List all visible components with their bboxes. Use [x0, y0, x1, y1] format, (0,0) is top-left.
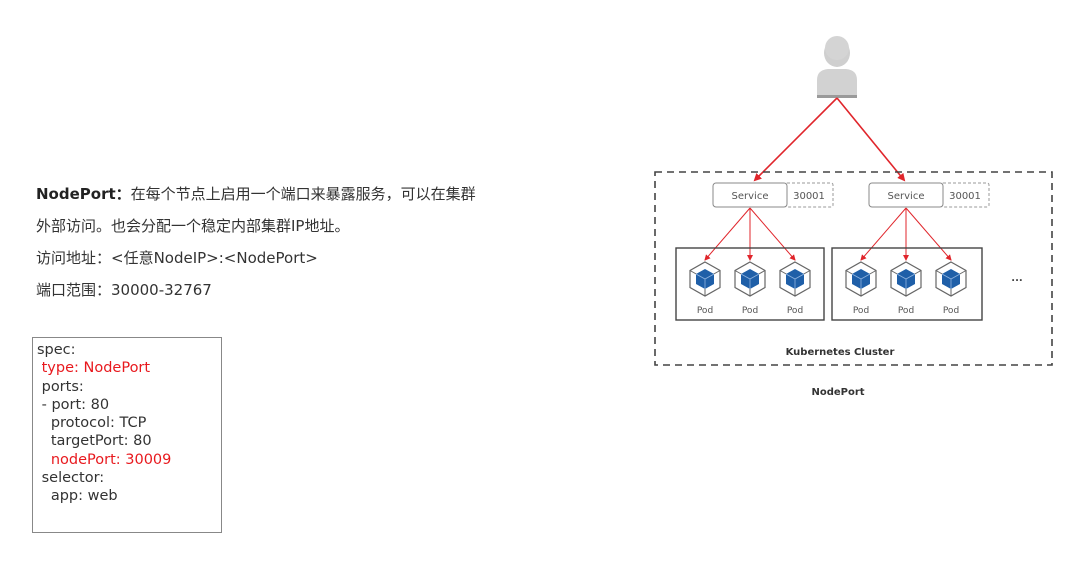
pod: Pod — [935, 261, 967, 316]
node-2 — [831, 247, 983, 321]
yaml-line: type: NodePort — [37, 360, 151, 377]
service-1: Service 30001 — [712, 182, 834, 208]
yaml-line: - port: 80 — [37, 396, 110, 413]
user-to-service-2-arrow — [836, 97, 906, 182]
pod-cube-icon — [734, 261, 766, 297]
pod: Pod — [734, 261, 766, 316]
yaml-line: targetPort: 80 — [37, 433, 152, 450]
pod-label: Pod — [898, 306, 914, 316]
yaml-line: protocol: TCP — [37, 415, 147, 432]
kubernetes-cluster-boundary — [654, 171, 1053, 366]
diagram-caption: NodePort — [811, 387, 864, 398]
port-range: 端口范围：30000-32767 — [36, 281, 212, 299]
service-2-label: Service — [888, 191, 925, 202]
pod-label: Pod — [853, 306, 869, 316]
service-2: Service 30001 — [868, 182, 990, 208]
user-icon — [817, 36, 857, 98]
yaml-line: nodePort: 30009 — [37, 451, 172, 468]
description-line-2: 外部访问。也会分配一个稳定内部集群IP地址。 — [36, 217, 350, 235]
pod-cube-icon — [890, 261, 922, 297]
node-1 — [675, 247, 825, 321]
pod-cube-icon — [845, 261, 877, 297]
yaml-line: ports: — [37, 378, 84, 395]
yaml-code-block: spec: type: NodePort ports: - port: 80 p… — [32, 337, 222, 533]
pod: Pod — [845, 261, 877, 316]
pod-cube-icon — [779, 261, 811, 297]
cluster-label: Kubernetes Cluster — [786, 347, 895, 358]
service-1-label: Service — [732, 191, 769, 202]
pod-label: Pod — [697, 306, 713, 316]
service-1-port: 30001 — [793, 191, 825, 202]
pod-cube-icon — [689, 261, 721, 297]
pod-cube-icon — [935, 261, 967, 297]
yaml-line: selector: — [37, 470, 105, 487]
pod: Pod — [890, 261, 922, 316]
pod-label: Pod — [943, 306, 959, 316]
description-line-1: NodePort：在每个节点上启用一个端口来暴露服务，可以在集群 — [36, 185, 476, 203]
nodeport-term: NodePort — [36, 185, 116, 203]
nodeport-description: NodePort：在每个节点上启用一个端口来暴露服务，可以在集群 外部访问。也会… — [36, 178, 476, 306]
pod: Pod — [779, 261, 811, 316]
user-to-service-1-arrow — [753, 97, 838, 182]
service-2-port: 30001 — [949, 191, 981, 202]
yaml-line: app: web — [37, 488, 118, 505]
more-nodes-ellipsis: ... — [1011, 273, 1022, 284]
pod-label: Pod — [742, 306, 758, 316]
pod-label: Pod — [787, 306, 803, 316]
access-address: 访问地址：<任意NodeIP>:<NodePort> — [36, 249, 318, 267]
service-to-pod-arrows — [704, 207, 952, 261]
yaml-line: spec: — [37, 342, 76, 358]
pod: Pod — [689, 261, 721, 316]
